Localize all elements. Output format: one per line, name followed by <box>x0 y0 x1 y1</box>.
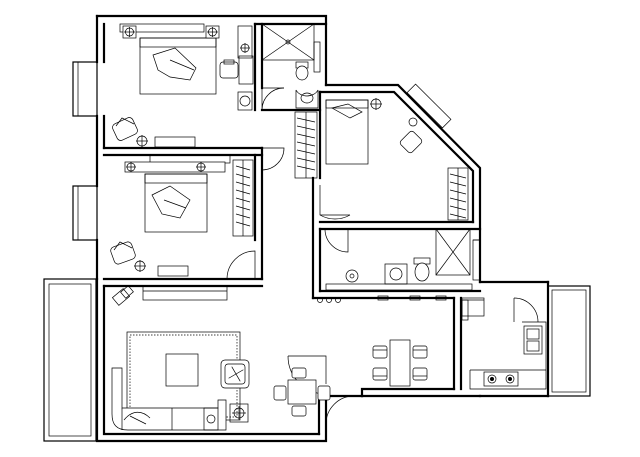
second-bedroom <box>110 159 254 277</box>
left-bay-window-upper <box>72 61 98 117</box>
tv-cabinet <box>154 136 196 148</box>
left-balcony <box>43 278 97 442</box>
toilet <box>413 257 431 282</box>
dining-room <box>372 339 428 387</box>
stove <box>483 371 519 387</box>
chair <box>291 367 307 379</box>
third-bedroom <box>325 83 469 221</box>
desk-chair <box>219 55 254 85</box>
lounge-chair <box>112 117 148 147</box>
sink <box>523 325 543 355</box>
windows <box>119 23 481 301</box>
double-bed <box>144 173 208 233</box>
coffee-table <box>165 353 199 387</box>
double-bed <box>139 37 217 95</box>
lounge-chair <box>110 241 146 272</box>
utility-bath <box>325 228 473 291</box>
living-room <box>111 285 250 431</box>
shower <box>261 23 315 61</box>
washbasin <box>345 269 359 283</box>
nightstand <box>122 25 137 39</box>
single-bed <box>325 99 369 165</box>
chair <box>372 345 388 359</box>
toilet <box>295 61 309 81</box>
wardrobe-master <box>237 25 253 111</box>
chair <box>291 405 307 417</box>
nightstand <box>370 98 382 110</box>
kitchen-balcony <box>547 285 591 397</box>
chair <box>412 367 428 381</box>
wardrobe <box>232 159 254 237</box>
chair <box>273 385 287 401</box>
dining-table <box>389 339 411 387</box>
armchair <box>220 359 250 389</box>
wardrobe <box>447 167 469 221</box>
refrigerator <box>461 297 485 317</box>
side-table <box>203 403 249 431</box>
kitchen <box>461 297 547 390</box>
nightstand <box>205 25 220 39</box>
headboard-nightstands <box>124 161 226 173</box>
bathroom <box>261 23 321 109</box>
desk-chair <box>399 83 452 154</box>
tv-cabinet <box>157 265 189 277</box>
washbasin <box>295 89 319 109</box>
chair <box>317 385 331 401</box>
potted-plant <box>111 285 134 306</box>
shower <box>435 228 471 276</box>
chair <box>412 345 428 359</box>
gas-meters <box>317 295 447 303</box>
counter <box>469 321 547 390</box>
hall-wardrobe <box>294 111 318 179</box>
washing-machine <box>384 263 408 285</box>
master-bedroom <box>112 25 254 148</box>
left-bay-window-lower <box>72 185 98 241</box>
chair <box>372 367 388 381</box>
breakfast-set <box>273 367 331 417</box>
